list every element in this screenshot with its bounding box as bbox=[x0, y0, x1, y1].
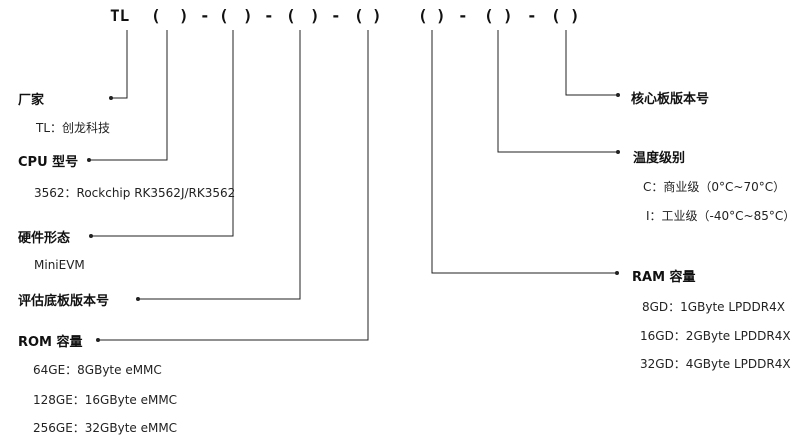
code-paren-open: ( bbox=[151, 6, 161, 25]
connector-vendor bbox=[109, 30, 128, 100]
code-paren-close: ) bbox=[310, 6, 320, 25]
code-dash: - bbox=[458, 6, 468, 25]
code-dash: - bbox=[200, 6, 210, 25]
field-title-hardware-form: 硬件形态 bbox=[18, 231, 71, 246]
field-option: 3562：Rockchip RK3562J/RK3562 bbox=[34, 186, 236, 200]
code-paren-open: ( bbox=[219, 6, 229, 25]
code-paren-close: ) bbox=[436, 6, 446, 25]
code-dash: - bbox=[264, 6, 274, 25]
connector-hardware-form bbox=[89, 30, 234, 238]
code-paren-close: ) bbox=[179, 6, 189, 25]
code-paren-close: ) bbox=[243, 6, 253, 25]
code-paren-open: ( bbox=[551, 6, 561, 25]
field-title-core-board-version: 核心板版本号 bbox=[631, 92, 710, 107]
code-paren-close: ) bbox=[372, 6, 382, 25]
field-option: MiniEVM bbox=[34, 258, 85, 272]
field-option: C：商业级（0°C~70°C） bbox=[643, 180, 786, 194]
field-title-temperature: 温度级别 bbox=[633, 151, 686, 166]
field-option: I：工业级（-40°C~85°C） bbox=[646, 209, 796, 223]
connector-rom bbox=[96, 30, 369, 342]
field-option: 8GD：1GByte LPDDR4X bbox=[642, 300, 785, 314]
field-option: TL：创龙科技 bbox=[36, 121, 111, 135]
code-dash: - bbox=[331, 6, 341, 25]
code-prefix: TL bbox=[110, 6, 130, 25]
code-paren-close: ) bbox=[570, 6, 580, 25]
field-option: 16GD：2GByte LPDDR4X bbox=[640, 329, 791, 343]
field-option: 32GD：4GByte LPDDR4X bbox=[640, 357, 791, 371]
field-option: 128GE：16GByte eMMC bbox=[33, 393, 178, 407]
code-paren-close: ) bbox=[503, 6, 513, 25]
field-title-cpu: CPU 型号 bbox=[18, 155, 79, 170]
code-paren-open: ( bbox=[286, 6, 296, 25]
field-title-baseboard-version: 评估底板版本号 bbox=[18, 294, 110, 309]
code-paren-open: ( bbox=[484, 6, 494, 25]
field-title-ram: RAM 容量 bbox=[632, 270, 696, 285]
code-dash: - bbox=[527, 6, 537, 25]
field-title-vendor: 厂家 bbox=[18, 93, 45, 108]
code-paren-open: ( bbox=[418, 6, 428, 25]
connector-baseboard-version bbox=[136, 30, 301, 301]
field-title-rom: ROM 容量 bbox=[18, 335, 83, 350]
field-option: 256GE：32GByte eMMC bbox=[33, 421, 178, 435]
field-option: 64GE：8GByte eMMC bbox=[33, 363, 162, 377]
connector-ram bbox=[431, 30, 619, 275]
connector-temperature bbox=[497, 30, 620, 154]
connector-core-board-version bbox=[565, 30, 620, 97]
code-paren-open: ( bbox=[354, 6, 364, 25]
connector-cpu bbox=[87, 30, 168, 162]
